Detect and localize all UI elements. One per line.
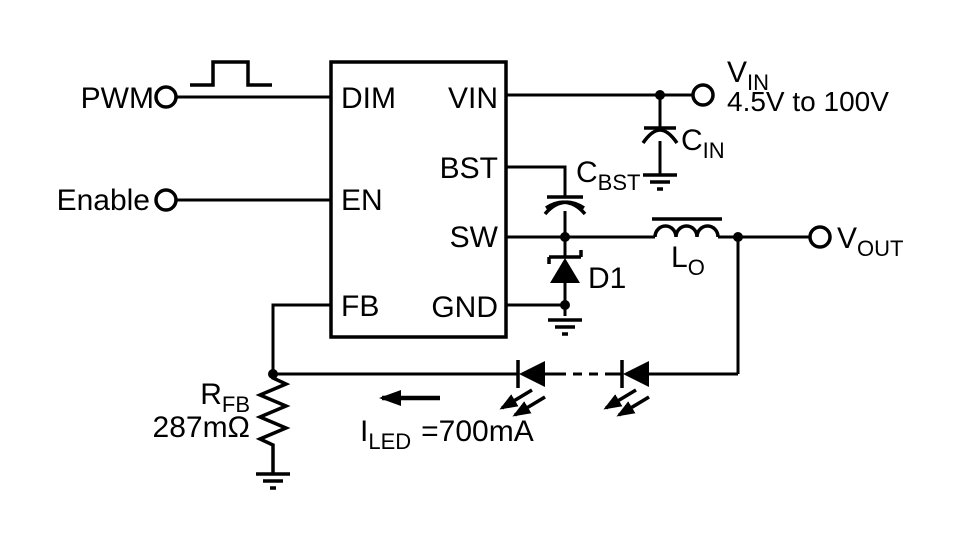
cin-capacitor: CIN — [641, 124, 725, 191]
d1-label: D1 — [588, 262, 626, 295]
enable-terminal — [154, 188, 178, 212]
vin-range-label: 4.5V to 100V — [727, 86, 889, 117]
led1-ray-icon-a — [499, 388, 533, 410]
rfb-label: RFB — [200, 378, 250, 417]
inductor-coils — [653, 224, 720, 238]
vout-terminal — [808, 225, 832, 249]
pin-label-dim: DIM — [341, 82, 396, 115]
pwm-label: PWM — [81, 82, 154, 115]
led2-ray-icon-b — [616, 395, 650, 417]
led2-icon — [603, 360, 650, 417]
vin-label: VIN — [727, 56, 769, 95]
led-string — [499, 360, 650, 417]
pwm-input: PWM — [81, 60, 272, 115]
ic-body — [329, 60, 508, 339]
junction-dot-vout — [733, 232, 743, 242]
cin-plate-curved — [641, 128, 679, 145]
vin-supply: VIN 4.5V to 100V — [655, 56, 889, 117]
led-current-annotation: ILED=700mA — [360, 390, 534, 454]
led1-triangle — [519, 361, 545, 387]
wire-fb — [271, 303, 331, 374]
resistor-zigzag-icon — [255, 374, 291, 473]
enable-input: Enable — [57, 184, 178, 217]
enable-label: Enable — [57, 184, 150, 217]
wire-bst-to-cbst — [506, 165, 567, 197]
inductor-label: LO — [671, 241, 705, 280]
inductor-icon: LO — [652, 217, 743, 280]
cbst-capacitor: CBST — [543, 156, 640, 216]
junction-dot-gnd — [560, 300, 570, 310]
ground-icon-d1 — [548, 318, 582, 336]
ground-icon-cin — [643, 173, 677, 191]
rfb-resistor: RFB 287mΩ — [153, 369, 291, 490]
led1-ray-icon-b — [512, 395, 546, 417]
d1-triangle — [550, 258, 580, 283]
pin-label-gnd: GND — [431, 291, 498, 324]
vout-label: VOUT — [837, 222, 903, 261]
led1-icon — [499, 360, 546, 417]
vin-terminal — [691, 83, 715, 107]
pin-label-bst: BST — [440, 152, 498, 185]
d1-schottky-diode-icon: D1 — [547, 232, 626, 336]
vout-output: VOUT — [808, 222, 903, 261]
led-current-label: ILED=700mA — [360, 415, 534, 454]
ground-icon-rfb — [256, 472, 290, 490]
pulse-waveform-icon — [190, 60, 272, 87]
junction-dot-sw — [560, 232, 570, 242]
led2-triangle — [623, 361, 649, 387]
rfb-value-label: 287mΩ — [153, 411, 250, 444]
wires — [176, 93, 810, 376]
pin-label-en: EN — [341, 184, 383, 217]
pin-label-fb: FB — [341, 290, 379, 323]
pwm-terminal — [154, 85, 178, 109]
cin-label: CIN — [681, 124, 725, 163]
cbst-label: CBST — [576, 156, 640, 195]
led2-ray-icon-a — [603, 388, 637, 410]
cbst-plate-curved-b — [545, 200, 587, 216]
pin-label-vin: VIN — [448, 82, 498, 115]
pin-label-sw: SW — [450, 221, 499, 254]
junction-dot-vin — [655, 90, 665, 100]
